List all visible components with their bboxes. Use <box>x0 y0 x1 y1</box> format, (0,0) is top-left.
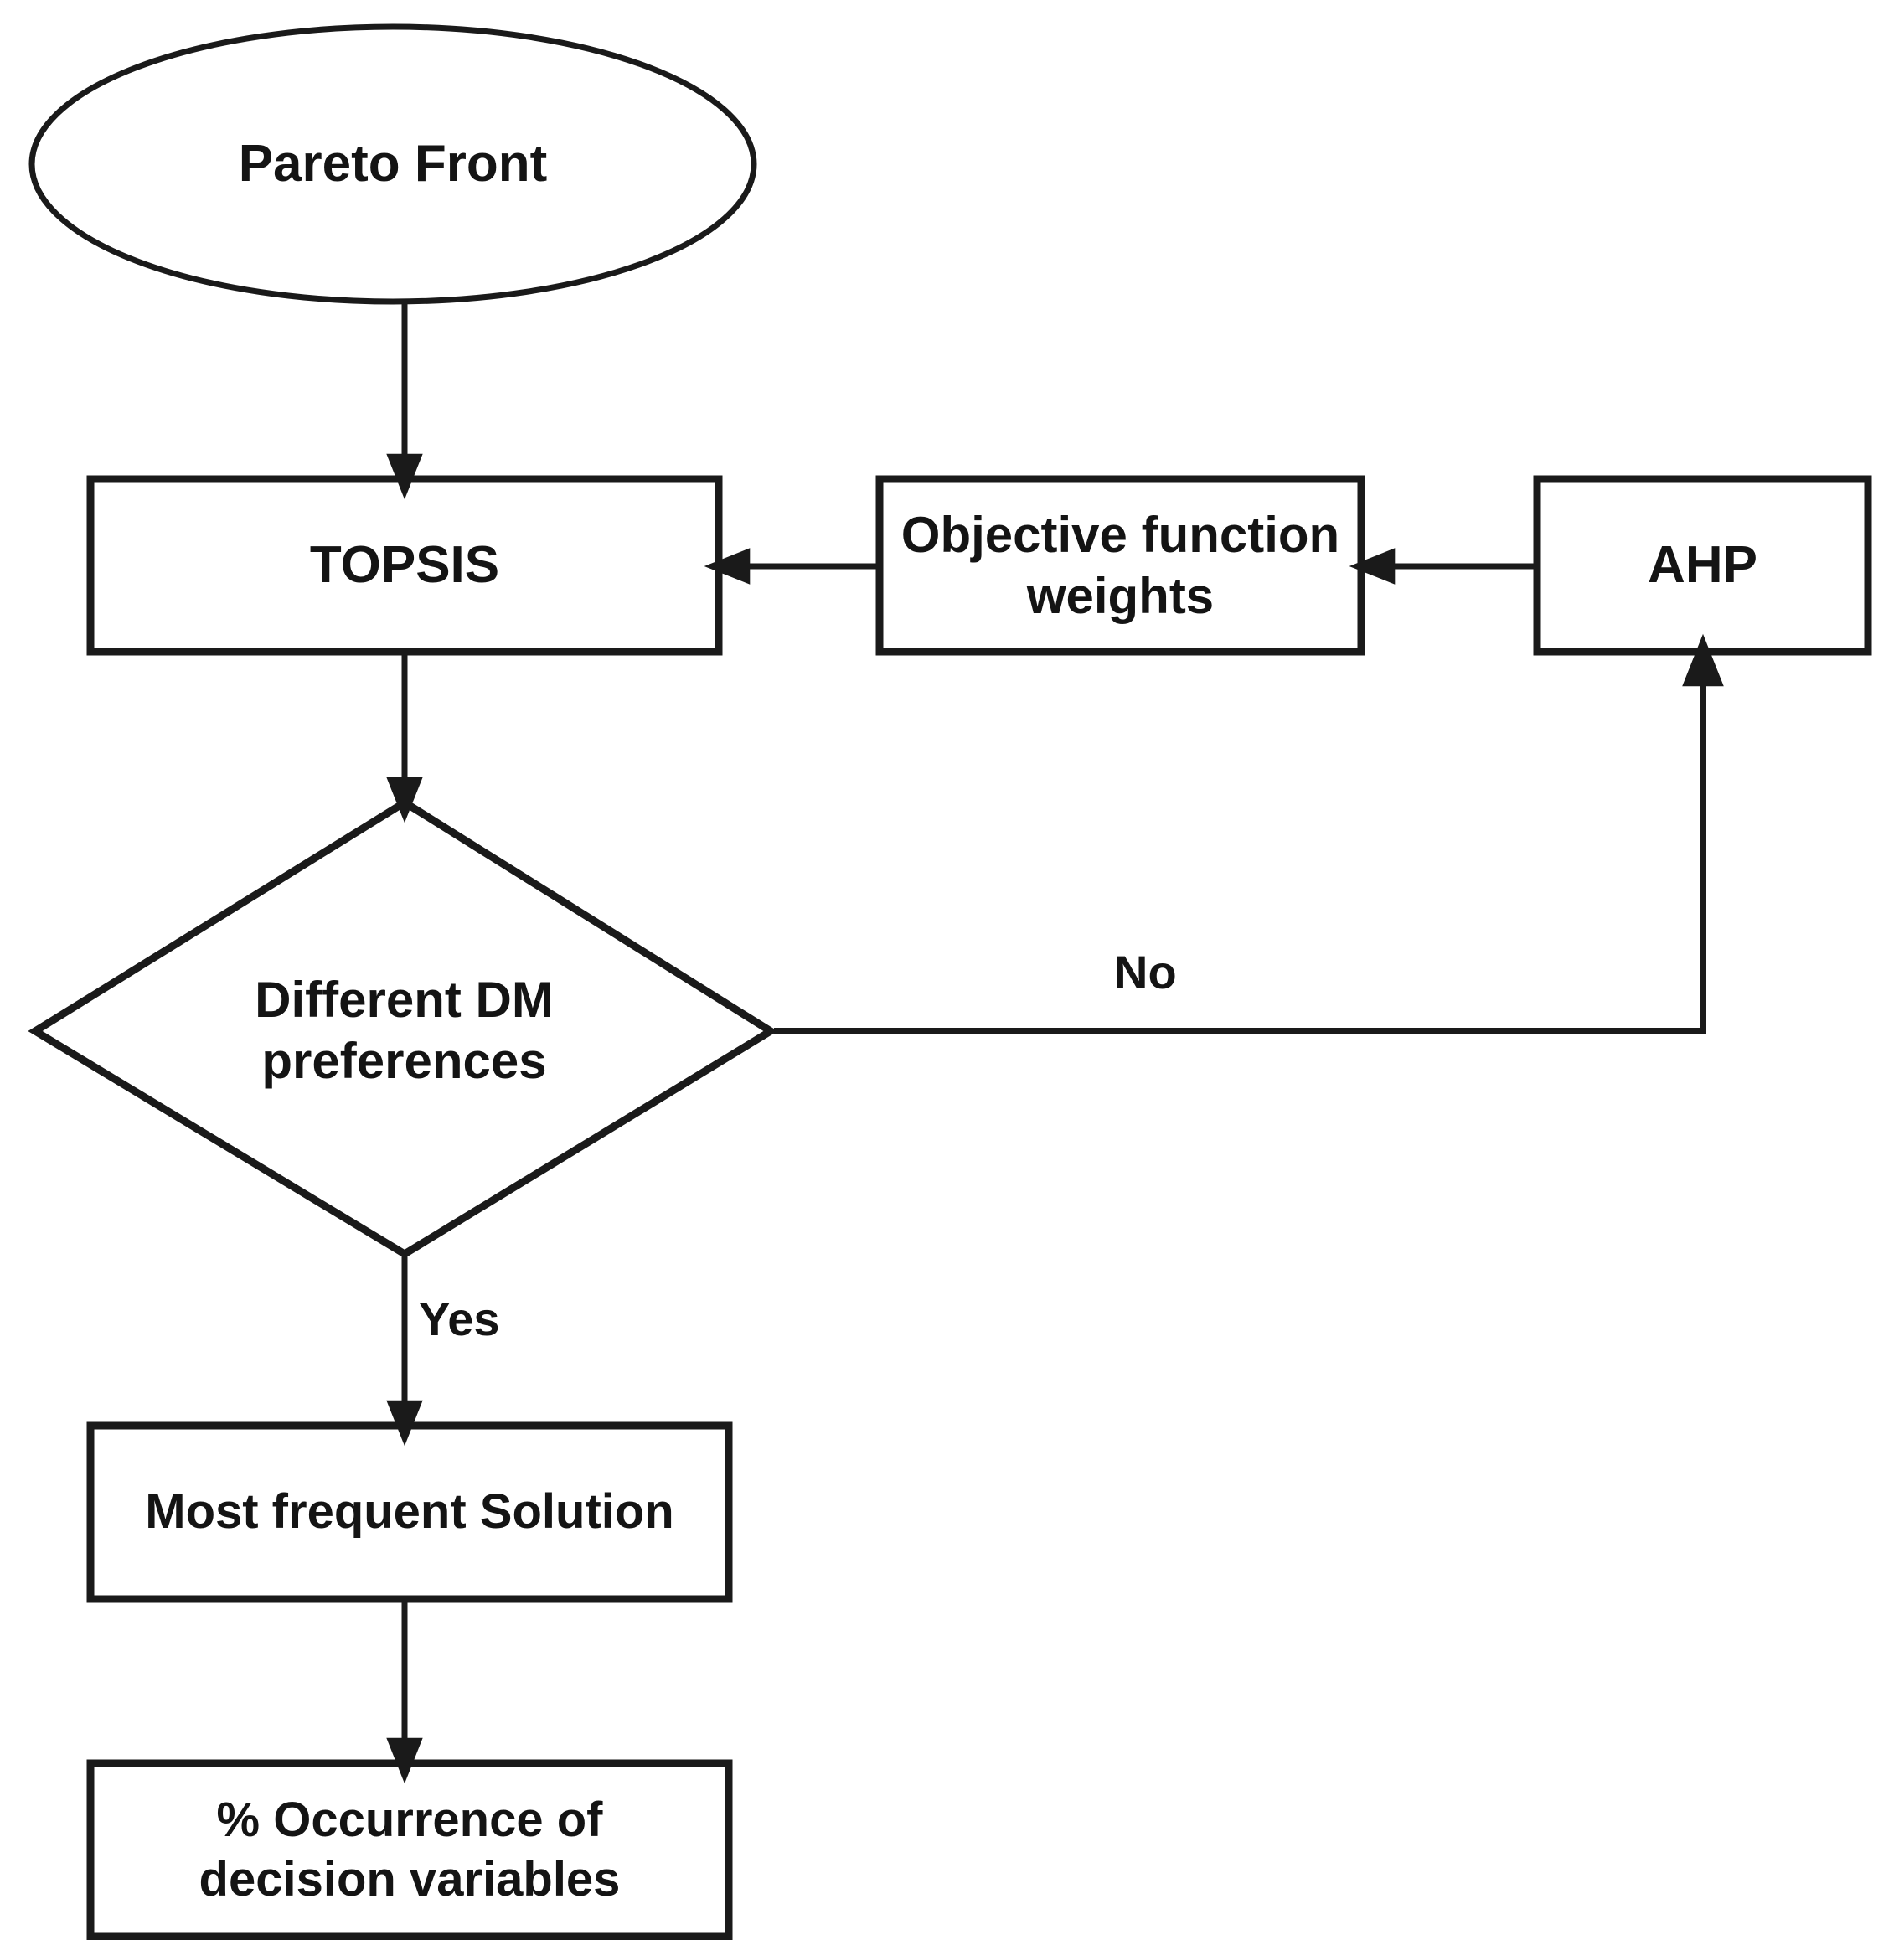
node-different-dm-preferences-shape[interactable] <box>28 797 778 1259</box>
node-pareto-front-shape[interactable] <box>28 23 757 305</box>
edge-label-yes: Yes <box>419 1292 500 1345</box>
edge-label-no: No <box>1114 946 1177 998</box>
node-objective-function-weights-shape[interactable] <box>875 475 1365 656</box>
node-ahp-shape[interactable] <box>1533 475 1872 656</box>
node-most-frequent-solution-shape[interactable] <box>86 1421 733 1603</box>
node-occurrence-decision-variables-shape[interactable] <box>86 1759 733 1940</box>
edge-decision-no-to-ahp <box>774 633 1724 1034</box>
node-topsis-shape[interactable] <box>86 475 723 656</box>
